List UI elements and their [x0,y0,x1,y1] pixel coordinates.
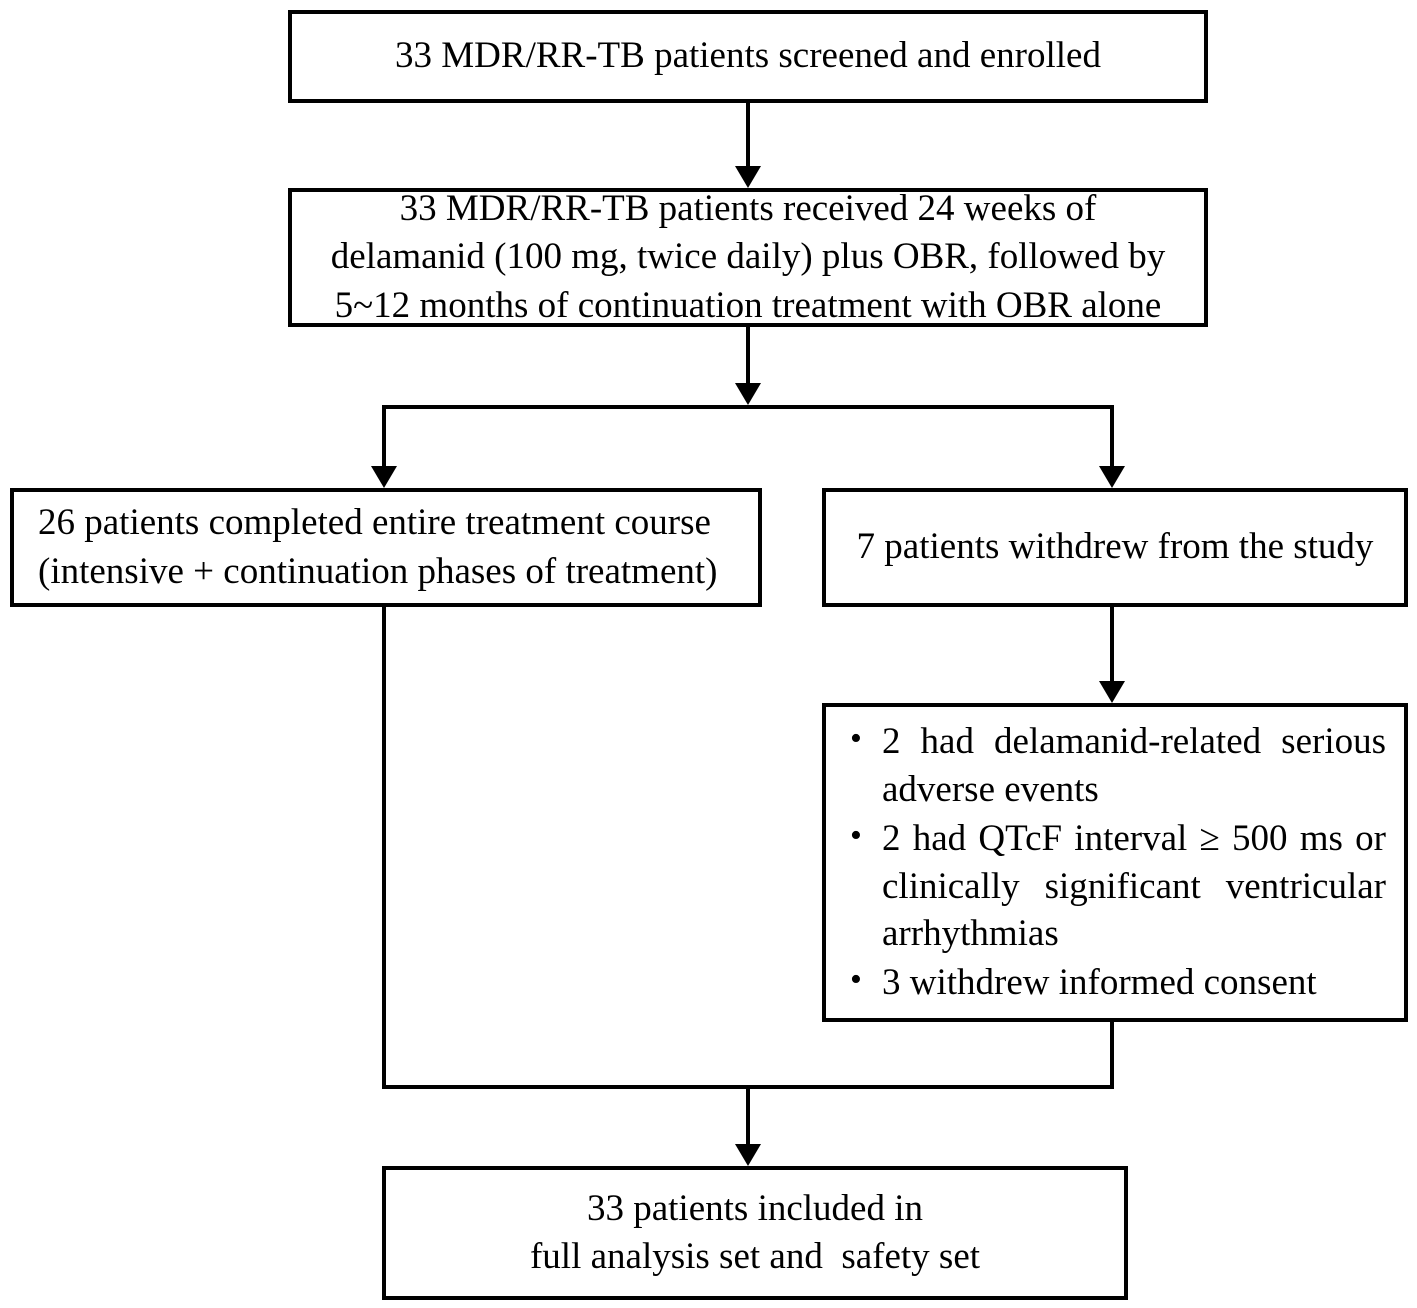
node-analysis-sets-text: 33 patients included in full analysis se… [386,1185,1124,1281]
connector-treatment-stem [746,327,750,383]
list-item-text: 2 had QTcF interval ≥ 500 ms or clinical… [882,818,1386,954]
connector-completed-down [382,607,386,1089]
connector-withdrew-to-reasons [1110,607,1114,681]
text-line: 33 MDR/RR-TB patients screened and enrol… [395,35,1101,77]
node-completed-treatment: 26 patients completed entire treatment c… [10,488,762,607]
arrowhead-to-analysis [735,1144,761,1166]
arrowhead-to-completed [371,466,397,488]
connector-split-right-drop [1110,405,1114,466]
text-line: 33 MDR/RR-TB patients received 24 weeks … [399,188,1097,230]
list-item: • 2 had QTcF interval ≥ 500 ms or clinic… [842,815,1386,957]
list-item: • 3 withdrew informed consent [842,959,1386,1006]
node-analysis-sets: 33 patients included in full analysis se… [382,1166,1128,1300]
text-line: full analysis set and safety set [529,1236,981,1277]
connector-split-bar [382,405,1114,409]
bullet-icon: • [850,720,862,758]
connector-reasons-down [1110,1022,1114,1089]
arrowhead-to-withdrew [1099,466,1125,488]
list-item-text: 2 had delamanid-related serious adverse … [882,721,1386,810]
list-item: • 2 had delamanid-related serious advers… [842,718,1386,813]
withdrawal-reasons-list: • 2 had delamanid-related serious advers… [826,712,1404,1012]
arrowhead-treatment-stem [735,383,761,405]
text-line: delamanid (100 mg, twice daily) plus OBR… [330,236,1166,278]
text-line: (intensive + continuation phases of trea… [38,550,718,592]
text-line: 7 patients withdrew from the study [856,526,1374,568]
node-treatment-regimen: 33 MDR/RR-TB patients received 24 weeks … [288,188,1208,327]
node-screened-enrolled: 33 MDR/RR-TB patients screened and enrol… [288,10,1208,103]
connector-split-left-drop [382,405,386,466]
node-screened-enrolled-text: 33 MDR/RR-TB patients screened and enrol… [292,32,1204,80]
bullet-icon: • [850,817,862,855]
bullet-icon: • [850,961,862,999]
arrowhead-screened-to-treatment [735,166,761,188]
node-treatment-regimen-text: 33 MDR/RR-TB patients received 24 weeks … [292,185,1204,329]
node-completed-treatment-text: 26 patients completed entire treatment c… [14,499,758,595]
text-line: 26 patients completed entire treatment c… [38,502,711,544]
node-withdrew-study: 7 patients withdrew from the study [822,488,1408,607]
node-withdrew-study-text: 7 patients withdrew from the study [826,523,1404,571]
arrowhead-withdrew-to-reasons [1099,681,1125,703]
text-line: 33 patients included in [586,1187,924,1229]
node-withdrawal-reasons: • 2 had delamanid-related serious advers… [822,703,1408,1022]
connector-merge-to-analysis [746,1085,750,1144]
connector-screened-to-treatment [746,103,750,166]
text-line: 5~12 months of continuation treatment wi… [334,284,1162,326]
list-item-text: 3 withdrew informed consent [882,962,1317,1004]
